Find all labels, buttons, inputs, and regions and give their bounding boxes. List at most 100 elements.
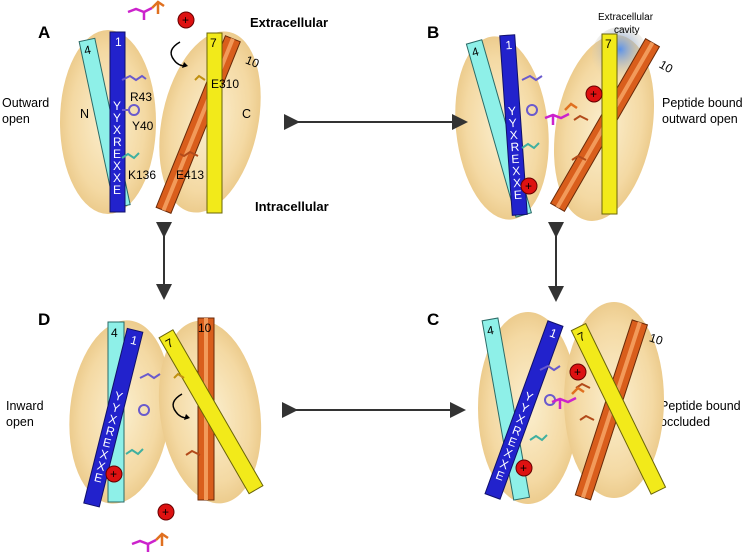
panel-label-c: C: [427, 310, 439, 329]
rotation-arrow-icon: [170, 41, 187, 67]
helix-number-10: 10: [657, 57, 676, 76]
motif-char: Y: [508, 116, 517, 131]
residue-e310: E310: [211, 77, 239, 91]
helix-number-10: 10: [648, 331, 665, 349]
motif-char: X: [96, 458, 107, 474]
state-label-d-line2: open: [6, 415, 34, 429]
residue-r43: R43: [130, 90, 152, 104]
helix-number-1: 1: [548, 326, 559, 342]
helix-1: 1 Y Y X R E X X E: [484, 320, 564, 500]
proton-sign: +: [182, 13, 189, 27]
proton-sign: +: [162, 505, 169, 519]
bound-peptide-icon: [544, 102, 578, 125]
helix-1: 1 Y Y X R E X X E: [499, 34, 528, 216]
motif-a: Y Y X R E X X E: [113, 99, 122, 197]
proton-icon: +: [177, 11, 195, 29]
n-domain-label: N: [80, 107, 89, 121]
motif-char: R: [113, 135, 122, 149]
proton-icon: +: [585, 85, 603, 103]
motif-char: E: [93, 470, 104, 486]
c-domain-label: C: [242, 107, 251, 121]
cavity-label-line1: Extracellular: [598, 12, 654, 23]
motif-char: E: [511, 152, 520, 167]
extracellular-label: Extracellular: [250, 15, 328, 30]
motif-char: X: [512, 164, 521, 179]
helix-1: 1 Y Y X R E X X E: [109, 31, 126, 213]
motif-char: E: [513, 188, 522, 203]
helix-7: 7: [158, 329, 264, 495]
cavity-label-line2: cavity: [614, 25, 640, 36]
peptide-icon: [127, 0, 165, 20]
residue-y40: Y40: [132, 119, 154, 133]
panel-label-b: B: [427, 23, 439, 42]
motif-char: E: [101, 435, 112, 451]
motif-char: Y: [113, 111, 121, 125]
helix-number-7: 7: [605, 37, 612, 51]
residue-sidechains-b: [521, 74, 589, 161]
residue-sidechains-a: [121, 74, 206, 160]
proton-sign: +: [525, 179, 532, 193]
motif-char: X: [509, 128, 518, 143]
residue-sidechains-d: [125, 372, 201, 456]
helix-4: 4: [481, 317, 531, 501]
helix-number-10: 10: [244, 53, 262, 71]
motif-char: R: [510, 140, 520, 155]
proton-icon: +: [569, 363, 587, 381]
helix-7: 7: [206, 32, 223, 214]
residue-e413: E413: [176, 168, 204, 182]
bound-peptide-icon: [551, 386, 585, 409]
state-label-b-line2: outward open: [662, 112, 738, 126]
panel-d: D Inward open 4 1 Y Y X R E X X E 10 7: [6, 310, 264, 552]
motif-char: X: [513, 176, 522, 191]
helix-7: 7: [601, 33, 618, 215]
motif-char: X: [99, 447, 110, 463]
motif-char: E: [113, 147, 121, 161]
helix-number-10: 10: [198, 321, 212, 335]
proton-icon: +: [515, 459, 533, 477]
state-label-b-line1: Peptide bound: [662, 96, 743, 110]
helix-number-4: 4: [111, 326, 118, 340]
helix-number-1: 1: [115, 35, 122, 49]
peptide-icon: [131, 532, 169, 552]
proton-sign: +: [590, 87, 597, 101]
motif-char: X: [113, 171, 121, 185]
helix-number-1: 1: [129, 333, 139, 348]
proton-icon: +: [105, 465, 123, 483]
helix-number-4: 4: [83, 43, 93, 58]
state-label-c-line2: occluded: [660, 415, 710, 429]
motif-char: E: [113, 183, 121, 197]
transition-arrows: [156, 114, 564, 418]
proton-icon: +: [520, 177, 538, 195]
motif-char: Y: [110, 400, 121, 416]
panel-b: B Peptide bound outward open Extracellul…: [427, 12, 743, 221]
rotation-arrow-icon: [172, 393, 189, 419]
motif-char: X: [107, 412, 118, 428]
motif-char: Y: [113, 389, 124, 405]
state-label-a-line1: Outward: [2, 96, 49, 110]
helix-number-4: 4: [470, 44, 481, 59]
helix-number-7: 7: [210, 36, 217, 50]
proton-icon: +: [157, 503, 175, 521]
helix-number-4: 4: [486, 323, 495, 338]
state-label-c-line1: Peptide bound: [660, 399, 741, 413]
motif-char: X: [113, 123, 121, 137]
proton-sign: +: [520, 461, 527, 475]
rotation-arrowhead-icon: [184, 414, 190, 420]
proton-sign: +: [110, 467, 117, 481]
panel-label-a: A: [38, 23, 50, 42]
motif-char: X: [113, 159, 121, 173]
state-label-d-line1: Inward: [6, 399, 44, 413]
panel-label-d: D: [38, 310, 50, 329]
motif-char: Y: [113, 99, 121, 113]
panel-c: C Peptide bound occluded 4 1 Y Y X R E X…: [427, 302, 741, 504]
proton-sign: +: [574, 365, 581, 379]
panel-a: A Extracellular Intracellular Outward op…: [2, 0, 329, 214]
state-label-a-line2: open: [2, 112, 30, 126]
intracellular-label: Intracellular: [255, 199, 329, 214]
helix-7: 7: [570, 322, 667, 495]
motif-char: Y: [508, 104, 517, 119]
residue-k136: K136: [128, 168, 156, 182]
helix-number-1: 1: [505, 38, 513, 52]
rotation-arrowhead-icon: [182, 62, 188, 68]
